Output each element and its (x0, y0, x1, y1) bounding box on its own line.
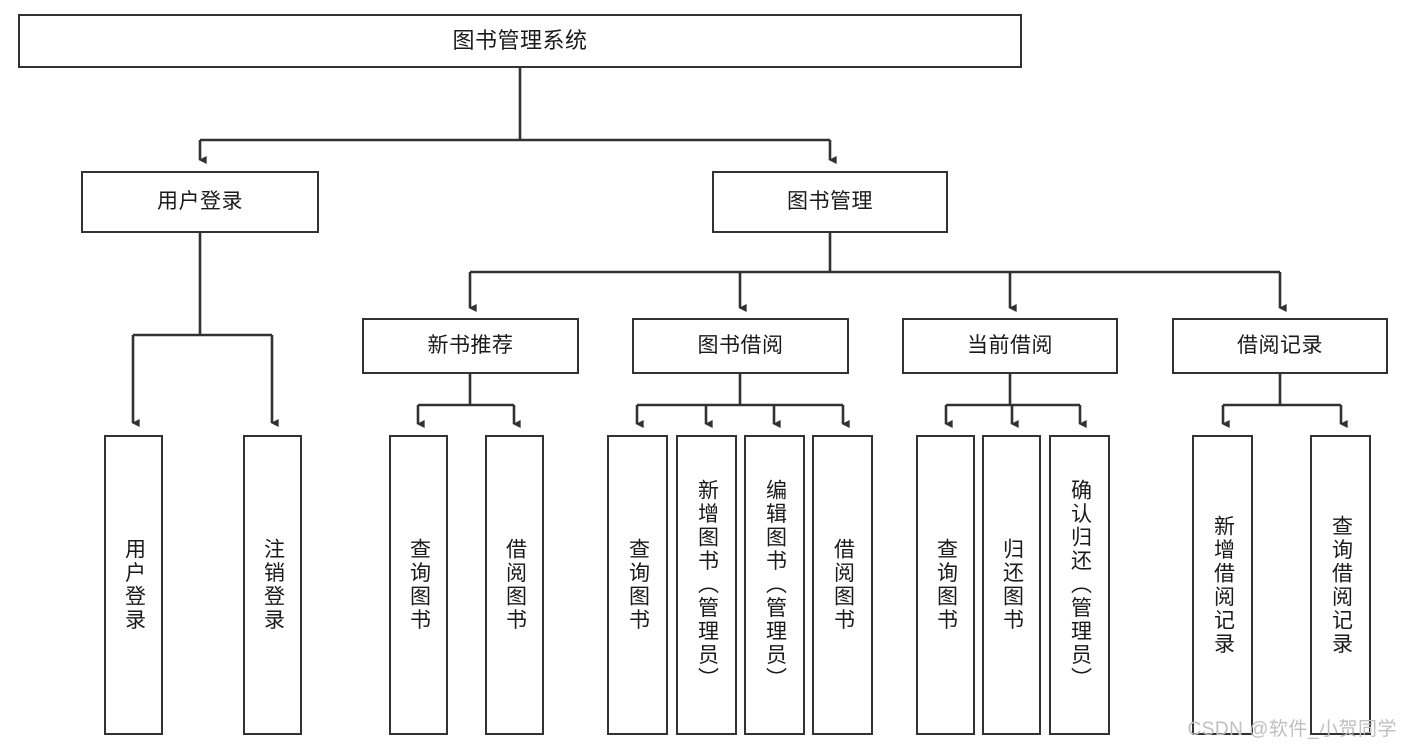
leaf-query-borrow-record[interactable]: 查询借阅记录 (1310, 435, 1371, 735)
node-borrow-record[interactable]: 借阅记录 (1172, 318, 1388, 374)
leaf-query-book-current[interactable]: 查询图书 (916, 435, 975, 735)
node-user-login-label: 用户登录 (157, 189, 243, 213)
leaf-confirm-return-admin-label: 确认归还（管理员） (1068, 479, 1092, 691)
leaf-add-borrow-record-label: 新增借阅记录 (1211, 514, 1235, 656)
leaf-borrow-book-borrow[interactable]: 借阅图书 (812, 435, 873, 735)
node-book-borrow-label: 图书借阅 (697, 333, 784, 357)
node-book-borrow[interactable]: 图书借阅 (632, 318, 849, 374)
leaf-borrow-book-newbook[interactable]: 借阅图书 (485, 435, 544, 735)
leaf-user-login[interactable]: 用户登录 (104, 435, 163, 735)
leaf-query-book-borrow-label: 查询图书 (626, 538, 650, 632)
node-root[interactable]: 图书管理系统 (18, 14, 1022, 68)
node-book-management[interactable]: 图书管理 (712, 171, 948, 233)
leaf-borrow-book-borrow-label: 借阅图书 (831, 538, 855, 632)
node-user-login[interactable]: 用户登录 (81, 171, 319, 233)
leaf-query-book-borrow[interactable]: 查询图书 (607, 435, 668, 735)
node-current-borrow[interactable]: 当前借阅 (902, 318, 1118, 374)
leaf-edit-book-admin-label: 编辑图书（管理员） (763, 479, 787, 691)
leaf-return-book-label: 归还图书 (1000, 538, 1024, 632)
leaf-confirm-return-admin[interactable]: 确认归还（管理员） (1049, 435, 1110, 735)
leaf-query-borrow-record-label: 查询借阅记录 (1329, 514, 1353, 656)
leaf-logout[interactable]: 注销登录 (243, 435, 302, 735)
leaf-add-book-admin[interactable]: 新增图书（管理员） (676, 435, 737, 735)
leaf-edit-book-admin[interactable]: 编辑图书（管理员） (744, 435, 805, 735)
leaf-query-book-newbook-label: 查询图书 (407, 538, 431, 632)
csdn-watermark: CSDN @软件_小贺同学 (1187, 719, 1397, 740)
node-current-borrow-label: 当前借阅 (967, 333, 1053, 357)
node-new-book-recommend-label: 新书推荐 (427, 333, 514, 357)
leaf-query-book-newbook[interactable]: 查询图书 (389, 435, 448, 735)
leaf-add-borrow-record[interactable]: 新增借阅记录 (1192, 435, 1253, 735)
leaf-query-book-current-label: 查询图书 (934, 538, 958, 632)
node-borrow-record-label: 借阅记录 (1237, 333, 1323, 357)
node-book-management-label: 图书管理 (787, 189, 873, 213)
leaf-user-login-label: 用户登录 (122, 538, 146, 632)
leaf-add-book-admin-label: 新增图书（管理员） (695, 479, 719, 691)
leaf-borrow-book-newbook-label: 借阅图书 (503, 538, 527, 632)
node-root-label: 图书管理系统 (452, 28, 588, 54)
leaf-return-book[interactable]: 归还图书 (982, 435, 1041, 735)
node-new-book-recommend[interactable]: 新书推荐 (362, 318, 579, 374)
leaf-logout-label: 注销登录 (261, 538, 285, 632)
